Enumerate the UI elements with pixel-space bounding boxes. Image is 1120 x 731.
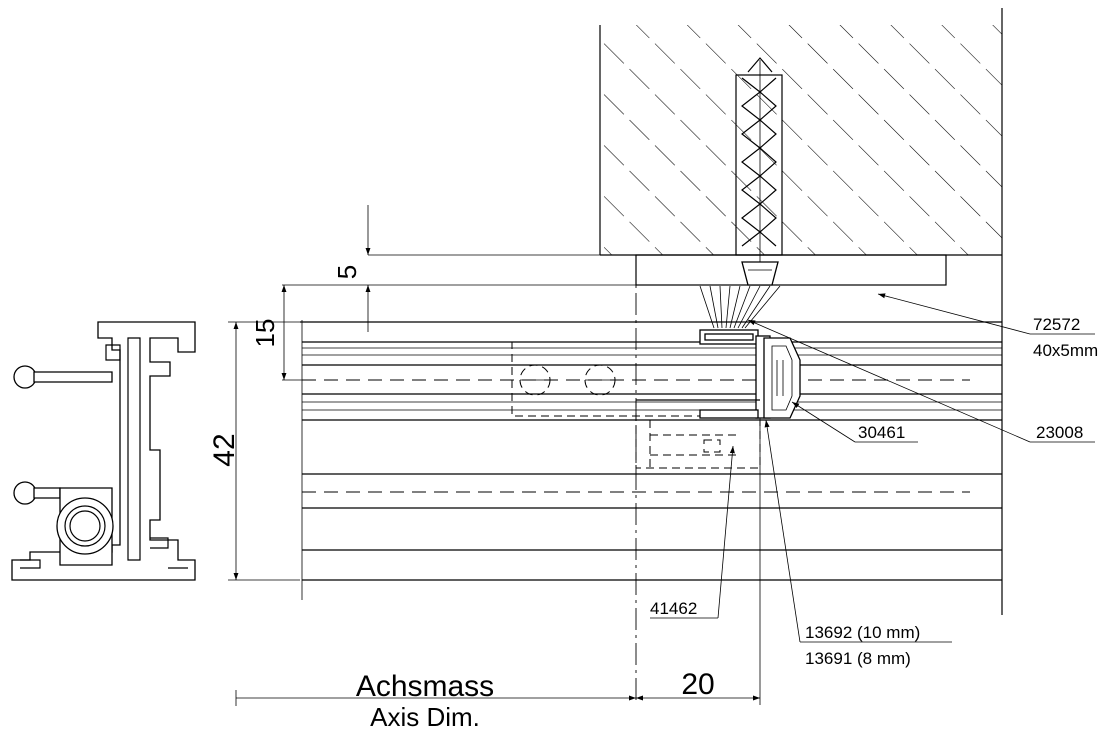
dimension-42-label: 42 (208, 433, 241, 466)
leader-30461 (791, 401, 918, 443)
leader-13692 (764, 419, 952, 643)
part-23008-label: 23008 (1036, 423, 1083, 442)
dimension-axis-20 (235, 690, 760, 706)
brush-23008 (699, 285, 781, 329)
dimension-15 (281, 284, 368, 381)
axis-dimension-en: Axis Dim. (370, 702, 480, 731)
wall-section (599, 8, 1003, 615)
part-13692-label: 13692 (10 mm) (805, 623, 920, 642)
part-72572-size: 40x5mm (1033, 341, 1098, 360)
part-72572-label: 72572 (1033, 315, 1080, 334)
profile-cross-section (11, 321, 196, 581)
dimension-20-label: 20 (681, 668, 714, 701)
leader-23008 (747, 319, 1095, 443)
dimension-5-label: 5 (332, 265, 362, 279)
wall-screw-dowel (735, 57, 783, 286)
mounting-plate-72572 (635, 254, 947, 286)
part-13691-label: 13691 (8 mm) (805, 649, 911, 668)
leader-41462 (650, 445, 735, 619)
part-30461-label: 30461 (858, 423, 905, 442)
leader-72572 (877, 293, 1095, 335)
axis-dimension-de: Achsmass (356, 670, 494, 703)
track-profile-lines (300, 320, 1002, 600)
carriage-body (636, 329, 801, 419)
dimension-5 (365, 205, 636, 332)
part-41462-label: 41462 (650, 599, 697, 618)
dimension-15-label: 15 (250, 319, 280, 348)
dimension-42 (228, 321, 300, 581)
